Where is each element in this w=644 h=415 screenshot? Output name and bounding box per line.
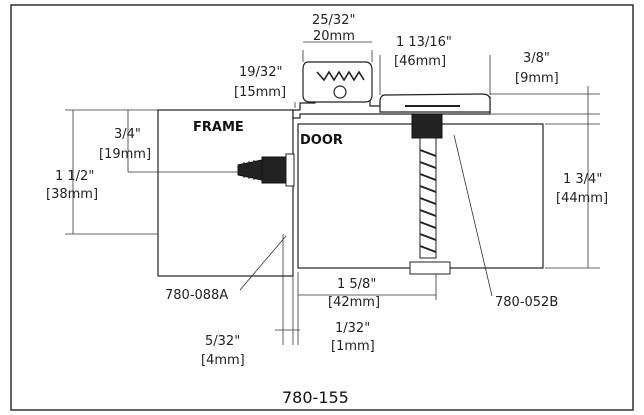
dimension-lines: [65, 41, 600, 345]
dim-door-thk-in: 1 3/4": [563, 172, 602, 187]
frame-label: FRAME: [193, 120, 244, 135]
dim-screw-in: 1 5/8": [337, 277, 376, 292]
dim-frame-face-in: 3/4": [114, 127, 141, 142]
door-label: DOOR: [300, 133, 343, 148]
dim-door-thk-mm: [44mm]: [556, 191, 608, 206]
dim-offset-in: 19/32": [239, 65, 282, 80]
dim-leaf-mm: [46mm]: [394, 54, 446, 69]
dim-frame-depth-in: 1 1/2": [55, 169, 94, 184]
dim-clear-in: 5/32": [205, 334, 240, 349]
dim-leaf-thk-in: 3/8": [523, 51, 550, 66]
dim-clear-mm: [4mm]: [201, 353, 245, 368]
dim-screw-mm: [42mm]: [328, 295, 380, 310]
dim-top-width-in: 25/32": [312, 13, 355, 28]
dim-leaf-in: 1 13/16": [396, 35, 452, 50]
frame-block: [157, 109, 294, 277]
door-screw: [409, 113, 451, 275]
drawing-border: [10, 4, 634, 411]
callout-door-part: 780-052B: [495, 295, 558, 310]
dim-gap-mm: [1mm]: [331, 339, 375, 354]
model-number: 780-155: [282, 388, 349, 407]
dim-top-width-mm: 20mm: [313, 29, 355, 44]
dim-gap-in: 1/32": [335, 321, 370, 336]
dim-offset-mm: [15mm]: [234, 85, 286, 100]
dim-frame-depth-mm: [38mm]: [46, 187, 98, 202]
callout-frame-part: 780-088A: [165, 288, 228, 303]
hinge-profile: [292, 61, 491, 119]
dim-frame-face-mm: [19mm]: [99, 147, 151, 162]
dim-leaf-thk-mm: [9mm]: [515, 71, 559, 86]
